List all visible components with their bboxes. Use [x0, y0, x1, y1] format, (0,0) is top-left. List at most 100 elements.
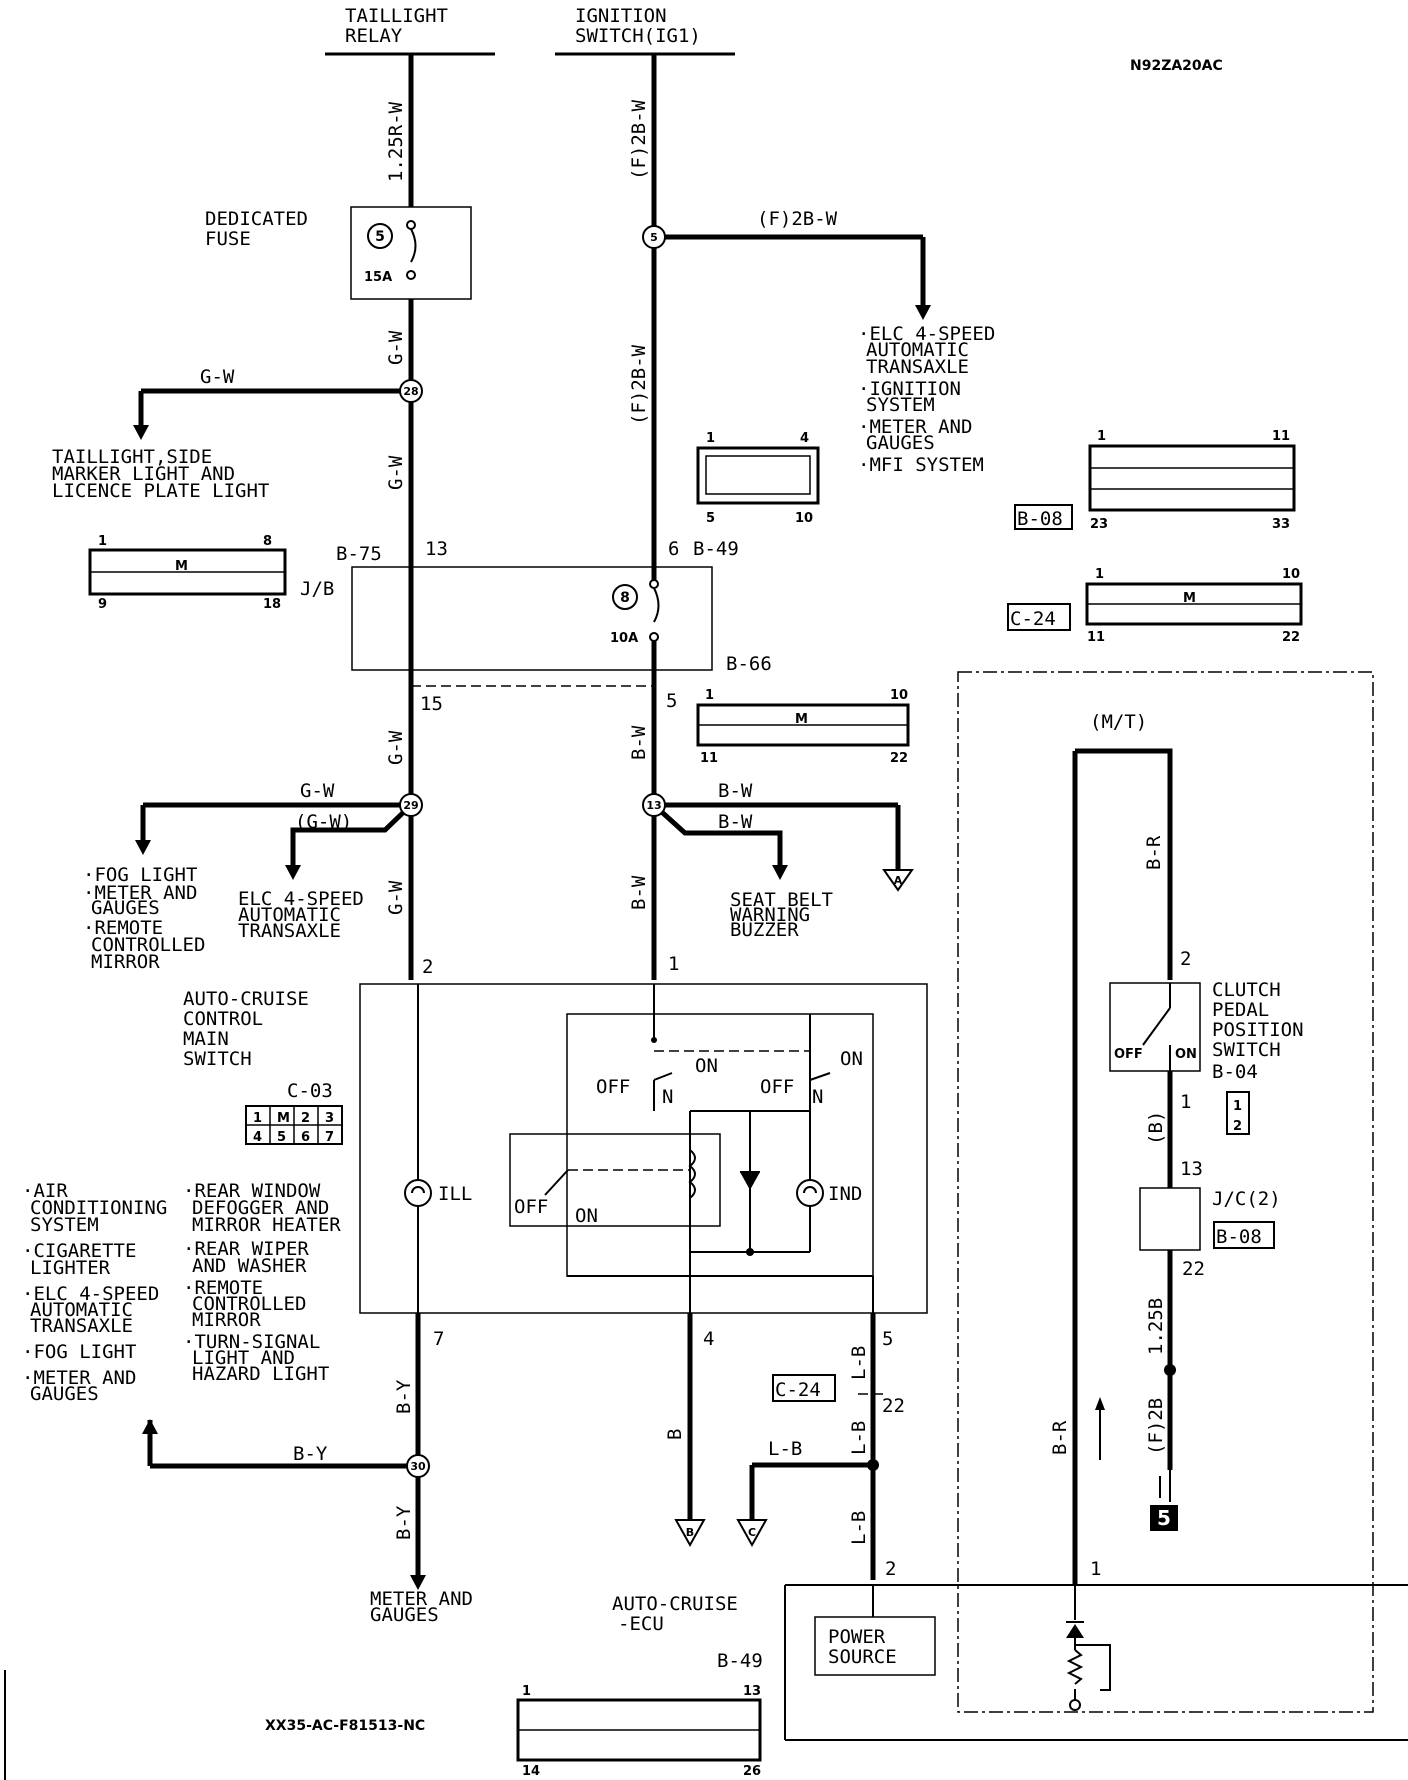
pin-label: 2: [301, 1111, 310, 1126]
pin-label: 10: [1282, 567, 1300, 582]
dest-text: TRANSAXLE: [866, 356, 969, 378]
off-label: OFF: [514, 1196, 548, 1218]
pin-label: 22: [890, 751, 908, 766]
clutch-label: PEDAL: [1212, 999, 1269, 1021]
wire-label-bw-4: B-W: [628, 875, 650, 910]
dest-text: DEFOGGER AND: [192, 1197, 329, 1219]
dest-text: BUZZER: [730, 919, 799, 941]
pin-1: 1: [668, 953, 679, 975]
dest-taillight-1: TAILLIGHT,SIDE: [52, 446, 212, 468]
dest-meter: METER AND GAUGES: [370, 1588, 473, 1626]
power-source-label: POWER: [828, 1626, 886, 1648]
dest-text: GAUGES: [866, 432, 935, 454]
dest-seatbelt: SEAT BELT WARNING BUZZER: [730, 889, 833, 941]
clutch-pedal-switch: CLUTCH PEDAL POSITION SWITCH OFF ON: [1109, 979, 1304, 1072]
pin-label: 1: [522, 1684, 531, 1699]
pin-label: M: [175, 559, 188, 574]
dest-text: LIGHTER: [30, 1257, 111, 1279]
pin-5b: 5: [882, 1328, 893, 1350]
connector-c24-top-shape: 1 10 M 11 22 C-24: [1007, 567, 1303, 645]
dest-elc-mid: ELC 4-SPEED AUTOMATIC TRANSAXLE: [238, 888, 364, 942]
ecu-label: -ECU: [618, 1613, 664, 1635]
jb-fuse-amp: 10A: [610, 631, 638, 646]
dedicated-fuse-label-2: FUSE: [205, 228, 251, 250]
dest-fog-group: ·FOG LIGHT ·METER AND GAUGES ·REMOTE CON…: [83, 864, 205, 973]
pin-2-ecu: 2: [885, 1558, 896, 1580]
pin-label: 8: [263, 534, 272, 549]
main-switch-label: CONTROL: [183, 1008, 263, 1030]
dest-text: ·FOG LIGHT: [83, 864, 197, 886]
ignition-switch-label-2: SWITCH(IG1): [575, 25, 701, 47]
pin-label: 9: [98, 597, 107, 612]
wire-label-bparen: (B): [1145, 1111, 1167, 1145]
dest-text: ·AIR: [22, 1180, 68, 1202]
pin-1-clutch: 1: [1180, 1091, 1191, 1113]
connector-b08-jc: B-08: [1216, 1226, 1262, 1248]
off-label: OFF: [760, 1076, 794, 1098]
pin-label: 11: [700, 751, 718, 766]
main-switch-label: AUTO-CRUISE: [183, 988, 309, 1010]
ref-c: C: [748, 1526, 756, 1539]
pin-label: M: [795, 712, 808, 727]
wire-label-gw-paren: (G-W): [295, 811, 352, 833]
dest-text: WARNING: [730, 904, 810, 926]
splice-5: 5: [650, 231, 658, 244]
ignition-switch-source: IGNITION SWITCH(IG1): [555, 5, 735, 56]
jb-label: J/B: [300, 578, 334, 600]
pin-5a: 5: [666, 690, 677, 712]
dest-taillight-3: LICENCE PLATE LIGHT: [52, 480, 269, 502]
dest-text: ·REAR WINDOW: [183, 1180, 321, 1202]
dest-elc-group: ·ELC 4-SPEED AUTOMATIC TRANSAXLE ·IGNITI…: [858, 323, 995, 476]
pin-label: 10: [795, 511, 813, 526]
ref-a: A: [894, 874, 903, 887]
dest-text: AND WASHER: [192, 1255, 307, 1277]
connector-b04: B-04: [1212, 1061, 1258, 1083]
pin-label: 26: [743, 1764, 761, 1779]
wire-label-125rw: 1.25R-W: [385, 101, 407, 182]
dest-text: LIGHT AND: [192, 1347, 295, 1369]
ignition-switch-label-1: IGNITION: [575, 5, 667, 27]
auto-cruise-ecu: AUTO-CRUISE -ECU POWER SOURCE 1: [612, 1558, 1408, 1741]
ill-label: ILL: [438, 1183, 472, 1205]
pin-7: 7: [433, 1328, 444, 1350]
wire-label-gw-5: G-W: [385, 880, 407, 915]
ind-label: IND: [828, 1183, 862, 1205]
pin-label: 4: [800, 431, 809, 446]
jb-fuse-number: 8: [620, 590, 630, 606]
pin-label: 23: [1090, 517, 1108, 532]
wire-label-mt: (M/T): [1090, 711, 1147, 733]
ecu-label: AUTO-CRUISE: [612, 1593, 738, 1615]
connector-b49-bottom-shape: 1 13 14 26: [516, 1684, 762, 1779]
pin-22-jc: 22: [1182, 1258, 1205, 1280]
dest-text: ·IGNITION: [858, 378, 961, 400]
wire-label-lb-2: L-B: [848, 1421, 870, 1455]
dest-text: ·METER AND: [858, 416, 972, 438]
taillight-relay-label-2: RELAY: [345, 25, 403, 47]
n-label: N: [812, 1086, 823, 1108]
dest-text: CONTROLLED: [91, 934, 205, 956]
dest-text: GAUGES: [30, 1383, 99, 1405]
pin-label: 1: [1095, 567, 1104, 582]
wire-label-bw-1: B-W: [628, 725, 650, 760]
pin-label: M: [277, 1111, 290, 1126]
pin-label: 14: [522, 1764, 540, 1779]
pin-13-jc: 13: [1180, 1158, 1203, 1180]
dest-left-col1: ·AIR CONDITIONING SYSTEM ·CIGARETTE LIGH…: [22, 1180, 167, 1405]
dest-taillight-2: MARKER LIGHT AND: [52, 463, 235, 485]
on-label: ON: [840, 1048, 863, 1070]
on-label: ON: [695, 1055, 718, 1077]
wire-label-f2b: (F)2B: [1145, 1398, 1167, 1455]
pin-label: 13: [743, 1684, 761, 1699]
dest-text: ·ELC 4-SPEED: [858, 323, 995, 345]
pin-label: 33: [1272, 517, 1290, 532]
dest-text: CONTROLLED: [192, 1293, 306, 1315]
splice-30: 30: [410, 1460, 426, 1473]
pin-label: 1: [705, 688, 714, 703]
pin-label: 1: [98, 534, 107, 549]
wire-label-by-3: B-Y: [393, 1505, 415, 1540]
pin-1-ecu: 1: [1090, 1558, 1101, 1580]
connector-b75-shape: 1 8 M 9 18: [88, 534, 287, 612]
dest-text: CONDITIONING: [30, 1197, 167, 1219]
pin-label: 22: [1282, 630, 1300, 645]
on-label: ON: [575, 1205, 598, 1227]
